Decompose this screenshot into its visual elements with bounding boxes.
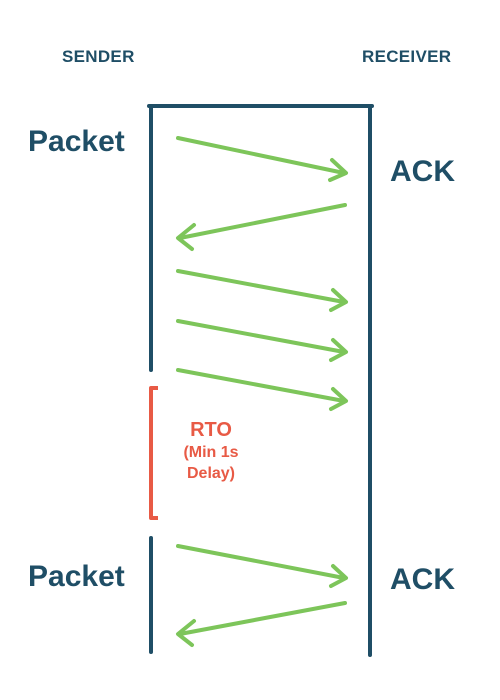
- ack-label-1: ACK: [390, 155, 455, 188]
- packet-arrow-2: [176, 269, 348, 312]
- rto-note-line-2: Delay): [186, 465, 236, 482]
- ack-arrow-1: [176, 203, 347, 251]
- packet-arrow-1: [176, 136, 348, 182]
- ack-label-2: ACK: [390, 563, 455, 596]
- rto-bracket: [149, 386, 158, 520]
- sender-header: SENDER: [62, 47, 135, 66]
- packet-arrow-4: [176, 368, 348, 411]
- ack-arrow-2: [176, 601, 347, 647]
- packet-arrow-5: [176, 544, 348, 588]
- packet-arrow-3: [176, 319, 348, 362]
- rto-label-group: RTO (Min 1s Delay): [152, 418, 270, 484]
- rto-note-line-1: (Min 1s: [183, 444, 239, 461]
- receiver-header: RECEIVER: [362, 47, 452, 66]
- rto-title: RTO: [190, 419, 232, 441]
- packet-label-1: Packet: [28, 125, 125, 158]
- packet-label-2: Packet: [28, 560, 125, 593]
